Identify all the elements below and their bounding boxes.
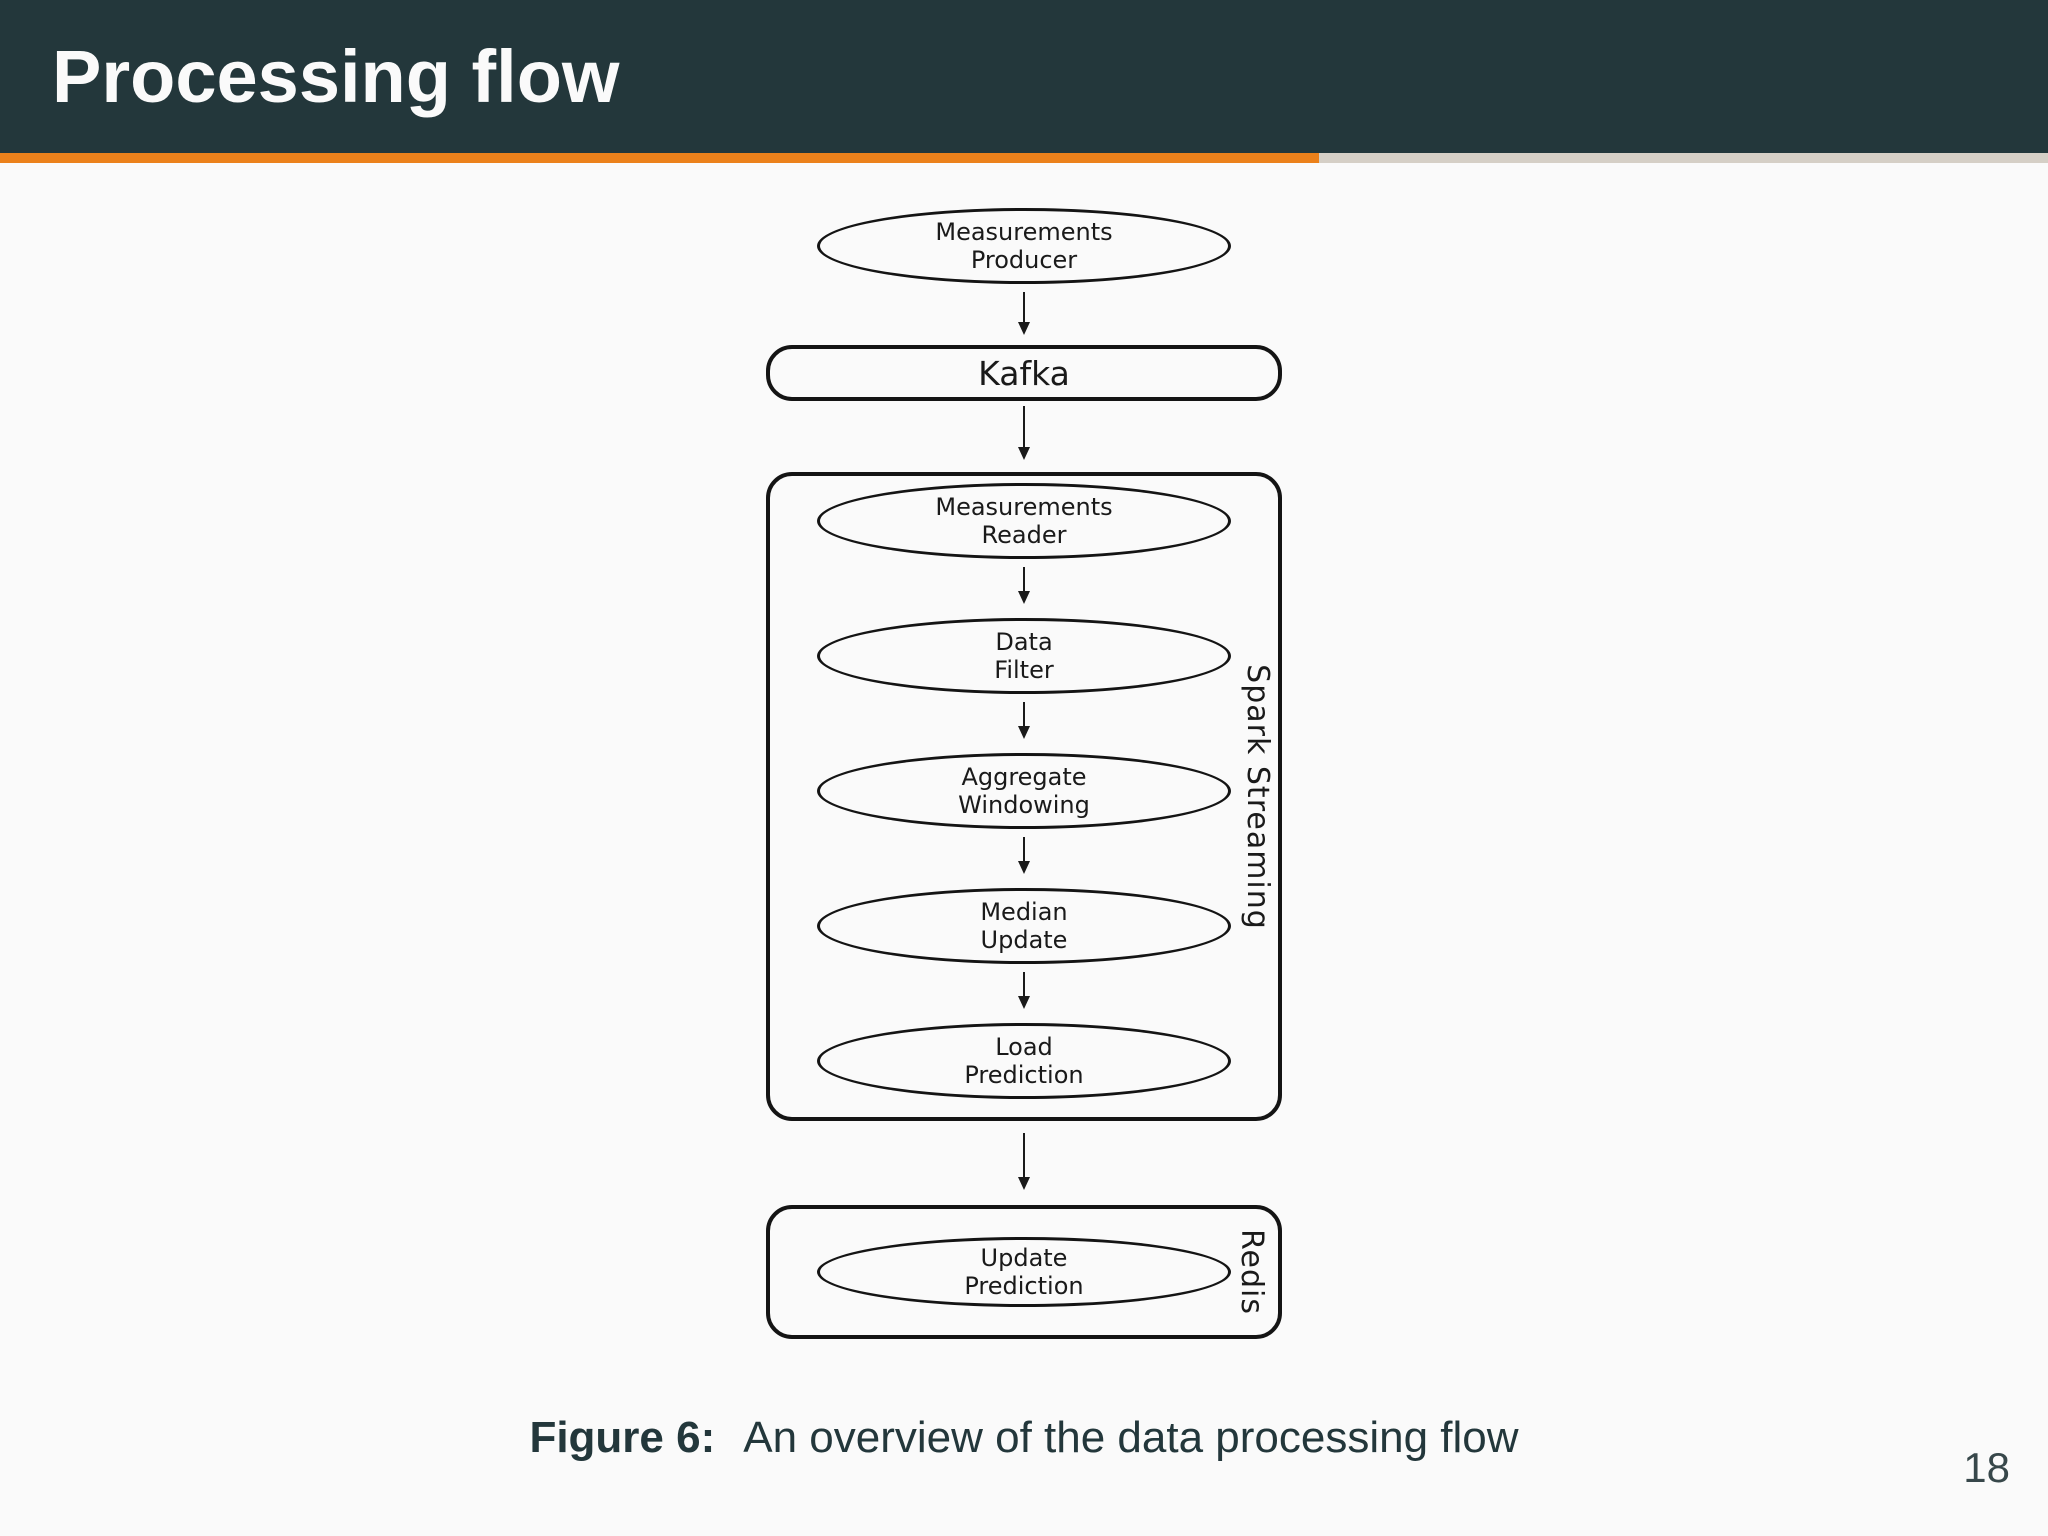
node-label-line: Producer: [970, 246, 1078, 274]
node-label-line: Filter: [994, 656, 1054, 684]
page-number: 18: [1963, 1444, 2010, 1491]
arrow-producer-to-kafka: [1018, 292, 1030, 335]
arrow-aggregate-to-median: [1018, 837, 1030, 874]
spark-streaming-label: Spark Streaming: [1240, 664, 1275, 930]
node-measurements-producer: Measurements Producer: [817, 208, 1231, 284]
node-label-line: Reader: [981, 521, 1067, 549]
node-label-line: Update: [980, 926, 1068, 954]
figure-caption-label: Figure 6:: [529, 1413, 716, 1462]
node-label-line: Update: [980, 1244, 1068, 1272]
node-load-prediction: Load Prediction: [817, 1023, 1231, 1099]
arrow-filter-to-aggregate: [1018, 702, 1030, 739]
slide-title: Processing flow: [52, 35, 620, 118]
redis-label: Redis: [1234, 1229, 1269, 1315]
node-label-line: Prediction: [964, 1061, 1084, 1089]
slide-header: Processing flow: [0, 0, 2048, 153]
node-label-line: Load: [995, 1033, 1053, 1061]
node-label-line: Aggregate: [961, 763, 1087, 791]
node-label-line: Median: [980, 898, 1068, 926]
arrow-median-to-load: [1018, 972, 1030, 1009]
node-label-line: Prediction: [964, 1272, 1084, 1300]
progress-bar-fill: [0, 153, 1319, 163]
figure-caption: Figure 6: An overview of the data process…: [0, 1412, 2048, 1464]
node-median-update: Median Update: [817, 888, 1231, 964]
node-label-line: Windowing: [958, 791, 1090, 819]
arrow-kafka-to-spark: [1018, 406, 1030, 460]
node-label-line: Measurements: [935, 493, 1113, 521]
node-kafka: Kafka: [766, 345, 1282, 401]
node-label-line: Data: [995, 628, 1053, 656]
node-data-filter: Data Filter: [817, 618, 1231, 694]
progress-bar-track: [0, 153, 2048, 163]
arrow-spark-to-redis: [1018, 1133, 1030, 1190]
node-update-prediction: Update Prediction: [817, 1237, 1231, 1307]
node-aggregate-windowing: Aggregate Windowing: [817, 753, 1231, 829]
figure-caption-text: An overview of the data processing flow: [743, 1413, 1519, 1462]
node-measurements-reader: Measurements Reader: [817, 483, 1231, 559]
node-label-line: Measurements: [935, 218, 1113, 246]
node-label-line: Kafka: [978, 353, 1070, 393]
arrow-reader-to-filter: [1018, 567, 1030, 604]
